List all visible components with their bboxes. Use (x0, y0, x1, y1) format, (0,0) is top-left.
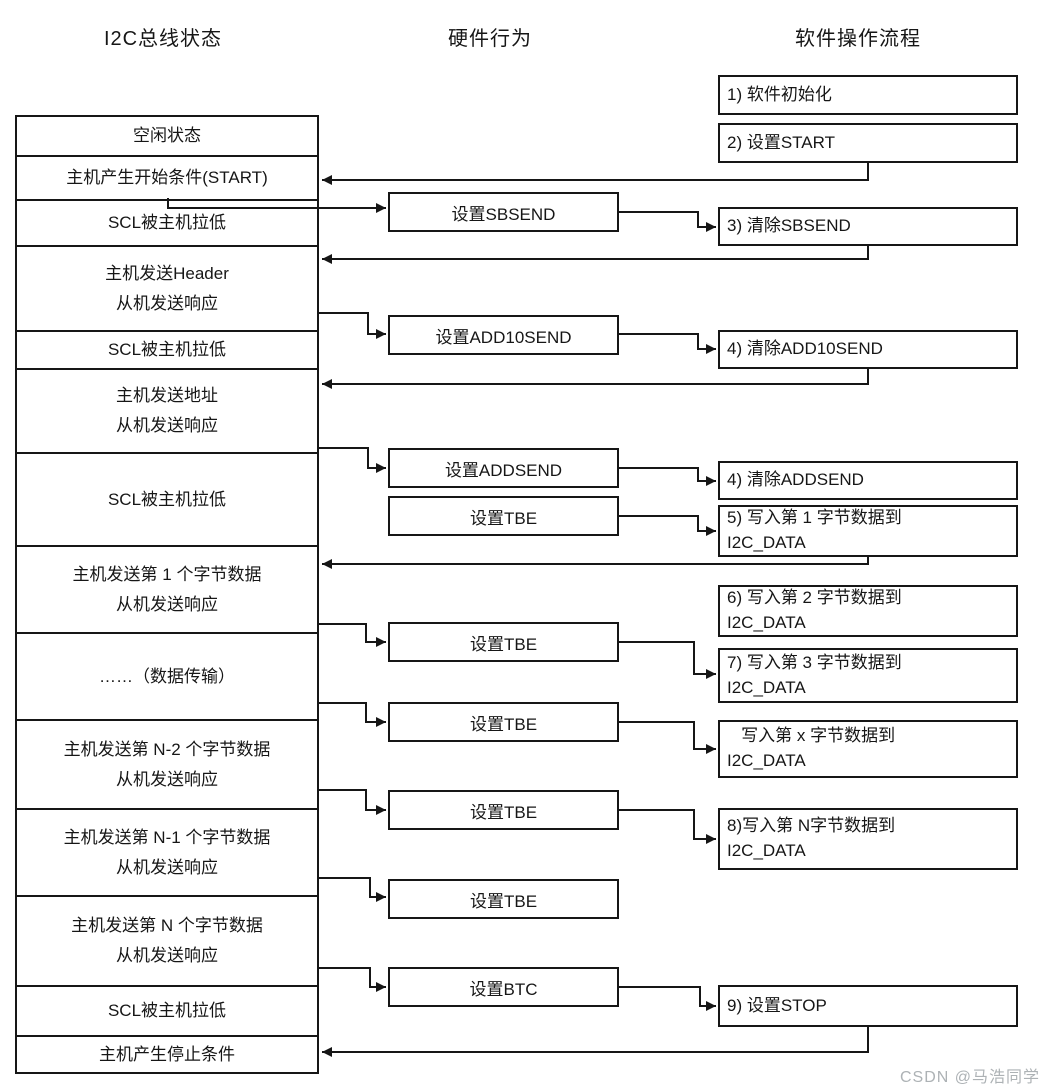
bus-state-scl-low-3: SCL被主机拉低 (17, 452, 317, 545)
bus-state-send-byte-n: 主机发送第 N 个字节数据 从机发送响应 (17, 895, 317, 985)
arrow-byte-n-2-to-set-tbe-4 (319, 789, 386, 815)
column-title-software: 软件操作流程 (795, 28, 921, 50)
sw-step-4-clear-add10send: 4) 清除ADD10SEND (718, 330, 1018, 369)
hw-set-tbe-2: 设置TBE (388, 622, 619, 662)
arrow-byte1-to-set-tbe-2 (319, 623, 386, 647)
arrow-byte-n-1-to-set-tbe-5 (319, 877, 386, 902)
bus-state-send-byte-n-2: 主机发送第 N-2 个字节数据 从机发送响应 (17, 719, 317, 808)
arrow-clear-add10send-to-send-address (322, 369, 869, 389)
column-title-bus-state: I2C总线状态 (103, 28, 223, 50)
hw-set-tbe-3: 设置TBE (388, 702, 619, 742)
hw-set-addsend: 设置ADDSEND (388, 448, 619, 488)
sw-step-write-byte-x: 写入第 x 字节数据到 I2C_DATA (718, 720, 1018, 778)
hw-set-tbe-4: 设置TBE (388, 790, 619, 830)
hw-set-add10send: 设置ADD10SEND (388, 315, 619, 355)
arrow-set-stop-to-stop-condition (322, 1027, 869, 1057)
bus-state-idle: 空闲状态 (133, 126, 201, 146)
arrow-sbsend-to-clear-sbsend (619, 211, 716, 232)
bus-state-scl-low-1: SCL被主机拉低 (17, 199, 317, 245)
sw-step-2-set-start: 2) 设置START (718, 123, 1018, 163)
sw-step-1-init: 1) 软件初始化 (718, 75, 1018, 115)
bus-state-send-address: 主机发送地址 从机发送响应 (17, 368, 317, 452)
bus-state-send-byte-1: 主机发送第 1 个字节数据 从机发送响应 (17, 545, 317, 632)
hw-set-sbsend: 设置SBSEND (388, 192, 619, 232)
hw-set-tbe-1: 设置TBE (388, 496, 619, 536)
arrow-tbe-3-to-write-byte-x (619, 721, 716, 754)
arrow-clear-sbsend-to-send-header (322, 246, 869, 264)
bus-state-send-byte-n-1: 主机发送第 N-1 个字节数据 从机发送响应 (17, 808, 317, 895)
bus-state-start: 主机产生开始条件(START) (17, 155, 317, 199)
arrow-header-to-set-add10send (319, 312, 386, 339)
sw-step-3-clear-sbsend: 3) 清除SBSEND (718, 207, 1018, 246)
hw-set-tbe-5: 设置TBE (388, 879, 619, 919)
arrow-set-start-to-start-condition (322, 163, 869, 185)
sw-step-8-write-byte-n: 8)写入第 N字节数据到 I2C_DATA (718, 808, 1018, 870)
sw-step-6-write-byte-2: 6) 写入第 2 字节数据到 I2C_DATA (718, 585, 1018, 637)
arrow-transfer-to-set-tbe-3 (319, 702, 386, 727)
bus-state-stop: 主机产生停止条件 (17, 1035, 317, 1072)
arrow-write-byte-1-to-send-byte-1 (322, 557, 869, 569)
bus-state-column: 空闲状态 主机产生开始条件(START) SCL被主机拉低 主机发送Header… (15, 115, 319, 1074)
column-title-hardware: 硬件行为 (448, 28, 532, 50)
sw-step-4-clear-addsend: 4) 清除ADDSEND (718, 461, 1018, 500)
arrow-addsend-to-clear-addsend (619, 467, 716, 486)
arrow-tbe-2-to-write-byte-3 (619, 641, 716, 679)
bus-state-scl-low-4: SCL被主机拉低 (17, 985, 317, 1035)
arrow-btc-to-set-stop (619, 986, 716, 1011)
arrow-tbe-4-to-write-byte-n (619, 809, 716, 844)
csdn-watermark: CSDN @马浩同学 (899, 1069, 1040, 1086)
bus-state-scl-low-2: SCL被主机拉低 (17, 330, 317, 368)
arrow-byte-n-to-set-btc (319, 967, 386, 992)
bus-state-send-header: 主机发送Header 从机发送响应 (17, 245, 317, 330)
arrow-tbe-1-to-write-byte-1 (619, 515, 716, 536)
arrow-add10send-to-clear-add10send (619, 333, 716, 354)
sw-step-9-set-stop: 9) 设置STOP (718, 985, 1018, 1027)
arrow-address-to-set-addsend (319, 447, 386, 473)
hw-set-btc: 设置BTC (388, 967, 619, 1007)
sw-step-5-write-byte-1: 5) 写入第 1 字节数据到 I2C_DATA (718, 505, 1018, 557)
bus-state-data-transfer: ……（数据传输） (17, 632, 317, 719)
sw-step-7-write-byte-3: 7) 写入第 3 字节数据到 I2C_DATA (718, 648, 1018, 703)
